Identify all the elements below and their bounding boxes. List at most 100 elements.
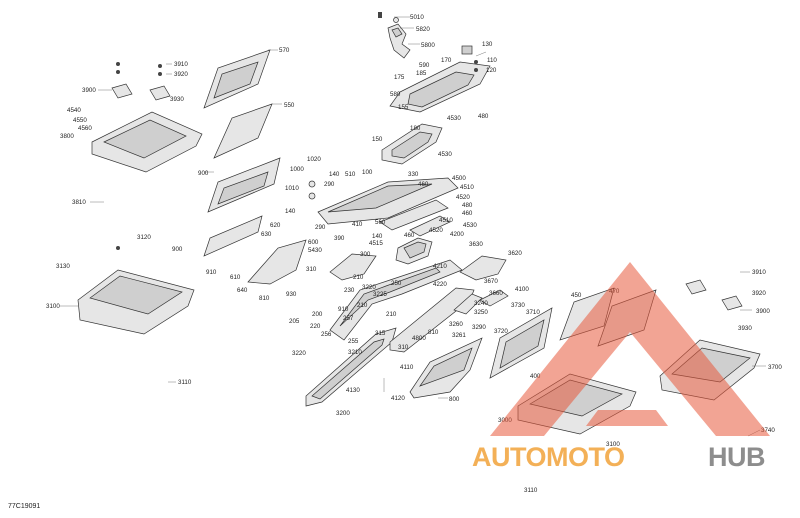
callout-3100-a: 3100 [46,303,60,310]
callout-3130: 3130 [56,263,70,270]
callout-3700: 3700 [768,364,782,371]
callout-3930-b: 3930 [738,325,752,332]
callout-180: 180 [410,125,421,132]
seat-base-assembly [247,239,377,285]
callout-630: 630 [261,231,272,238]
callout-205: 205 [289,318,300,325]
callout-3200: 3200 [336,410,350,417]
callout-3220-a: 3220 [362,284,376,291]
callout-640: 640 [237,287,248,294]
callout-450: 450 [571,292,582,299]
callout-4220: 4220 [433,281,447,288]
callout-210-c: 210 [386,311,397,318]
callout-200: 200 [312,311,323,318]
callout-4800: 4800 [412,335,426,342]
callout-400: 400 [530,373,541,380]
callout-4510-b: 4510 [439,217,453,224]
callout-4130: 4130 [346,387,360,394]
callout-256: 256 [321,331,332,338]
callout-610: 610 [230,274,241,281]
callout-3920-a: 3920 [174,71,188,78]
callout-930: 930 [286,291,297,298]
footrest-panel-900b [203,215,263,257]
callout-290-a: 290 [324,181,335,188]
callout-4530-a: 4530 [447,115,461,122]
callout-810-b: 810 [428,329,439,336]
callout-170: 170 [441,57,452,64]
callout-5010: 5010 [410,14,424,21]
callout-460-b: 460 [462,210,473,217]
side-panel-570 [203,49,271,109]
callout-4510-a: 4510 [460,184,474,191]
callout-3920-b: 3920 [752,290,766,297]
callout-210-b: 210 [357,302,368,309]
callout-220: 220 [310,323,321,330]
leader-lines [60,16,766,437]
callout-570: 570 [279,47,290,54]
callout-110: 110 [487,57,497,64]
callout-140-b: 140 [285,208,296,215]
callout-800: 800 [449,396,460,403]
side-panel-900 [207,157,281,213]
callout-3730: 3730 [511,302,525,309]
front-skid-plate-3800 [91,62,203,173]
callout-480-a: 480 [478,113,489,120]
callout-510: 510 [345,171,356,178]
watermark-text-hub: HUB [708,442,765,472]
callout-1010: 1010 [285,185,299,192]
callout-3260: 3260 [449,321,463,328]
callout-3250: 3250 [474,309,488,316]
callout-4520-a: 4520 [456,194,470,201]
callout-1020: 1020 [307,156,321,163]
callout-4550: 4550 [73,117,87,124]
callout-3800: 3800 [60,133,74,140]
side-rail-assembly [329,259,483,353]
shift-lever-assembly [378,12,411,59]
callout-4530-c: 4530 [463,222,477,229]
callout-3930-a: 3930 [170,96,184,103]
callout-185: 185 [416,70,427,77]
callout-3261: 3261 [452,332,466,339]
watermark-text-automoto: AUTOMOTO [472,442,625,472]
callout-155: 155 [398,104,409,111]
callout-4520-b: 4520 [429,227,443,234]
callout-5430: 5430 [308,247,322,254]
side-panel-550 [213,103,273,159]
callout-5800: 5800 [421,42,435,49]
main-frame-100 [308,177,459,237]
callout-3240: 3240 [474,300,488,307]
callout-900-a: 900 [198,170,209,177]
callout-580: 580 [390,91,401,98]
callout-210-a: 210 [353,274,364,281]
callout-600: 600 [308,239,319,246]
callout-300: 300 [360,251,371,258]
callout-3710: 3710 [526,309,540,316]
callout-3670: 3670 [484,278,498,285]
callout-4110: 4110 [400,364,414,371]
callout-310-b: 310 [398,344,409,351]
callout-120: 120 [486,67,497,74]
callout-4120: 4120 [391,395,405,402]
callout-560: 560 [375,219,386,226]
callout-140-c: 140 [372,233,383,240]
panel-800 [409,337,483,399]
callout-3100-b: 3100 [606,441,620,448]
callout-910: 910 [206,269,217,276]
callout-257: 257 [343,315,354,322]
callout-900-b: 900 [172,246,183,253]
callout-1000: 1000 [290,166,304,173]
callout-4200: 4200 [450,231,464,238]
callout-3210: 3210 [348,349,362,356]
callout-590: 590 [419,62,430,69]
callout-150: 150 [372,136,383,143]
callout-315: 315 [375,330,386,337]
callout-620: 620 [270,222,281,229]
callout-410: 410 [352,221,363,228]
callout-390: 390 [334,235,345,242]
callout-4560: 4560 [78,125,92,132]
callout-3910-a: 3910 [174,61,188,68]
callout-460-c: 460 [404,232,415,239]
callout-290-b: 290 [315,224,326,231]
diagram-reference-code: 77C19091 [8,503,40,510]
